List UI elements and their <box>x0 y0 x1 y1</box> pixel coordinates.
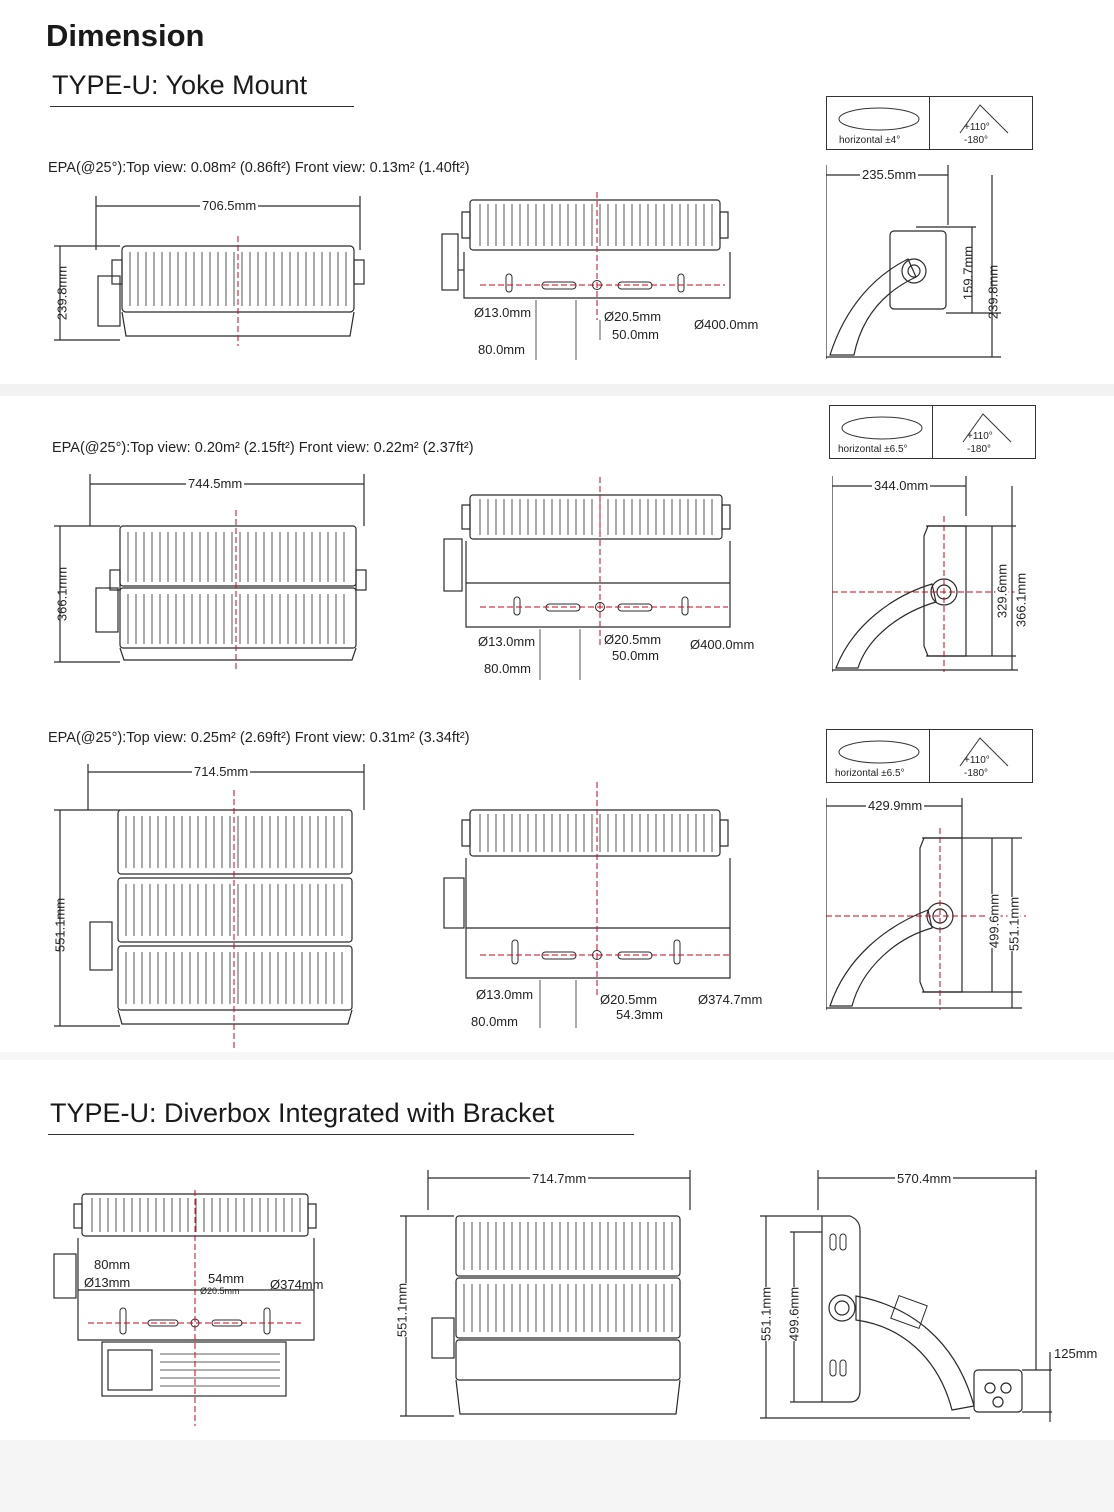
horizontal-rotation-icon <box>841 416 923 440</box>
offset-dimension: 54.3mm <box>616 1007 663 1022</box>
side-width-dimension: 235.5mm <box>860 167 919 182</box>
side-width-dimension: 429.9mm <box>866 798 925 813</box>
driverbox-arc-dimension: Ø374mm <box>270 1277 324 1292</box>
side-height-dimension: 366.1mm <box>1013 572 1029 628</box>
spacing-dimension: 80.0mm <box>484 661 531 676</box>
rotation-down-label: -180° <box>964 768 989 779</box>
height-dimension: 366.1mm <box>54 566 70 622</box>
epa-text: EPA(@25°):Top view: 0.25m² (2.69ft²) Fro… <box>48 730 470 746</box>
driverbox-offset-dimension: 54mm <box>208 1271 245 1286</box>
driverbox-top-drawing <box>400 1170 691 1417</box>
front-view-drawing <box>441 192 731 360</box>
driverbox-center-dimension: Ø20.5mm <box>200 1286 240 1296</box>
rotation-horizontal-label: horizontal ±4° <box>839 135 901 146</box>
offset-dimension: 50.0mm <box>612 327 659 342</box>
front-view-drawing <box>443 477 731 680</box>
hole-dimension: Ø13.0mm <box>474 305 532 320</box>
side-inner-dimension: 159.7mm <box>960 245 976 301</box>
rotation-down-label: -180° <box>967 444 992 455</box>
page-title: Dimension <box>46 18 205 53</box>
rotation-up-label: +110° <box>964 122 990 133</box>
divider-band <box>0 1052 1114 1060</box>
hole-dimension: Ø13.0mm <box>476 987 534 1002</box>
section-title-yoke: TYPE-U: Yoke Mount <box>50 70 354 107</box>
height-dimension: 551.1mm <box>52 897 68 953</box>
driverbox-side-height-dimension: 551.1mm <box>758 1286 774 1342</box>
width-dimension: 744.5mm <box>186 476 245 491</box>
section-title-driverbox: TYPE-U: Diverbox Integrated with Bracket <box>48 1098 634 1135</box>
rotation-up-label: +110° <box>964 755 990 766</box>
side-inner-dimension: 329.6mm <box>994 563 1010 619</box>
epa-text: EPA(@25°):Top view: 0.08m² (0.86ft²) Fro… <box>48 160 470 176</box>
center-hole-dimension: Ø20.5mm <box>600 992 658 1007</box>
top-view-drawing <box>54 474 367 670</box>
rotation-horizontal-label: horizontal ±6.5° <box>835 768 905 779</box>
side-height-dimension: 551.1mm <box>1006 896 1022 952</box>
spacing-dimension: 80.0mm <box>471 1014 518 1029</box>
epa-text: EPA(@25°):Top view: 0.20m² (2.15ft²) Fro… <box>52 440 474 456</box>
top-view-drawing <box>54 196 365 346</box>
spacing-dimension: 80.0mm <box>478 342 525 357</box>
horizontal-rotation-icon <box>838 107 920 131</box>
rotation-box: horizontal ±4° +110° -180° <box>826 96 1033 150</box>
side-height-dimension: 239.8mm <box>985 264 1001 320</box>
horizontal-rotation-icon <box>838 740 920 764</box>
side-width-dimension: 344.0mm <box>872 478 931 493</box>
rotation-down-label: -180° <box>964 135 989 146</box>
arc-dimension: Ø400.0mm <box>690 637 755 652</box>
divider-band <box>0 384 1114 396</box>
vertical-rotation-icon <box>962 413 1012 443</box>
side-view-drawing <box>826 165 1001 359</box>
rotation-horizontal-label: horizontal ±6.5° <box>838 444 908 455</box>
rotation-box: horizontal ±6.5° +110° -180° <box>829 405 1036 459</box>
offset-dimension: 50.0mm <box>612 648 659 663</box>
rotation-up-label: +110° <box>967 431 993 442</box>
side-view-drawing <box>832 476 1022 672</box>
width-dimension: 706.5mm <box>200 198 259 213</box>
driverbox-side-width-dimension: 570.4mm <box>895 1171 954 1186</box>
driverbox-height-dimension: 551.1mm <box>394 1282 410 1338</box>
arc-dimension: Ø400.0mm <box>694 317 759 332</box>
top-view-drawing <box>54 764 365 1048</box>
arc-dimension: Ø374.7mm <box>698 992 763 1007</box>
width-dimension: 714.5mm <box>192 764 251 779</box>
vertical-rotation-icon <box>959 104 1009 134</box>
footer-band <box>0 1440 1114 1512</box>
driverbox-width-dimension: 714.7mm <box>530 1171 589 1186</box>
driverbox-front-drawing <box>53 1190 317 1426</box>
side-inner-dimension: 499.6mm <box>986 893 1002 949</box>
center-hole-dimension: Ø20.5mm <box>604 309 662 324</box>
driverbox-side-drawing <box>760 1170 1052 1422</box>
driverbox-side-inner-dimension: 499.6mm <box>786 1286 802 1342</box>
front-view-drawing <box>443 782 731 1028</box>
center-hole-dimension: Ø20.5mm <box>604 632 662 647</box>
driverbox-hole-dimension: Ø13mm <box>84 1275 131 1290</box>
driverbox-box-height-dimension: 125mm <box>1054 1346 1098 1361</box>
rotation-box: horizontal ±6.5° +110° -180° <box>826 729 1033 783</box>
hole-dimension: Ø13.0mm <box>478 634 536 649</box>
height-dimension: 239.8mm <box>54 265 70 321</box>
vertical-rotation-icon <box>959 737 1009 767</box>
driverbox-spacing-dimension: 80mm <box>94 1257 131 1272</box>
